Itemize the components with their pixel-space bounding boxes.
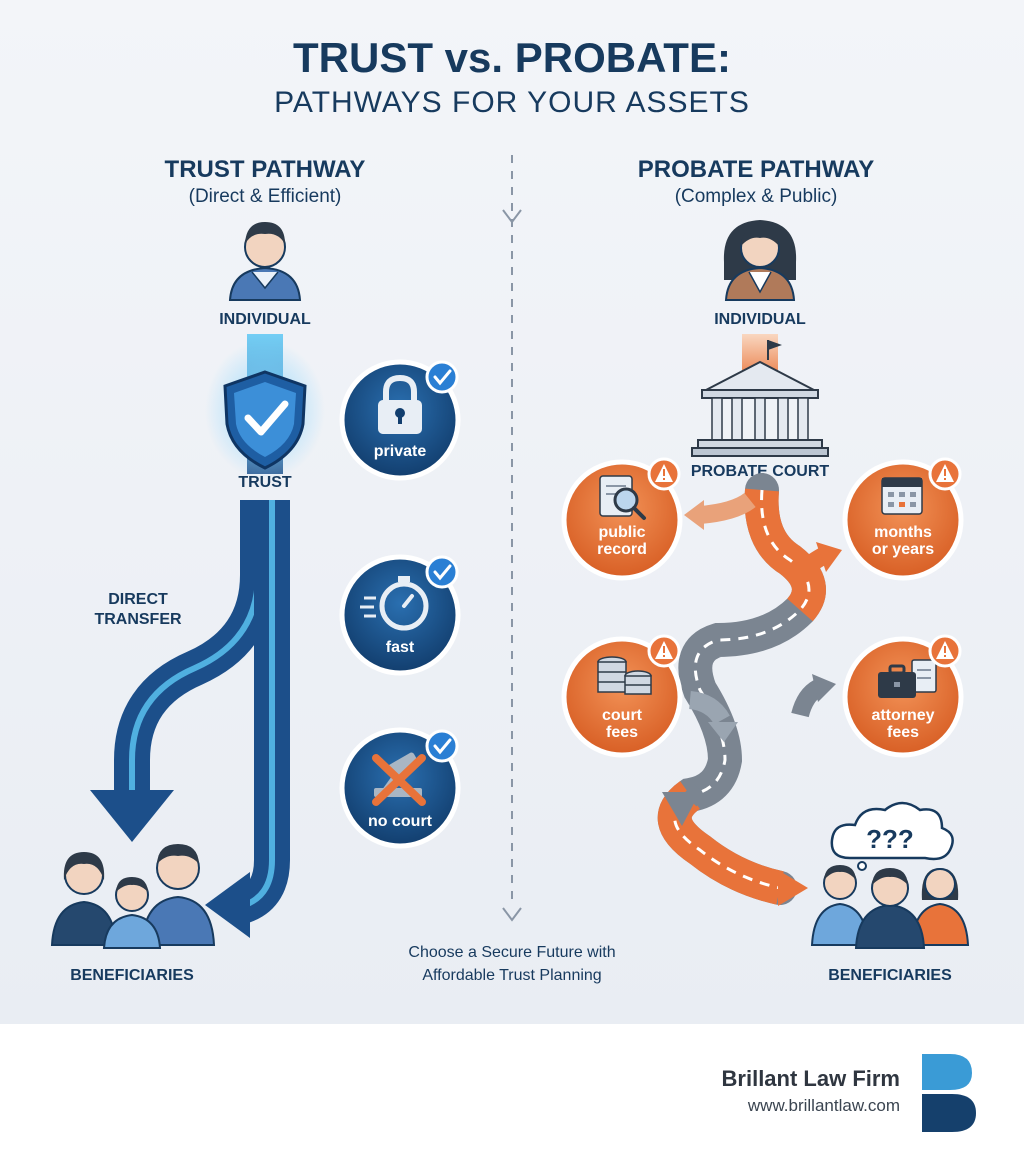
drawback-public-record: public record (561, 457, 683, 581)
warning-badge-icon (647, 457, 681, 491)
trust-individual-person-icon (228, 222, 302, 301)
padlock-icon (378, 374, 422, 434)
check-badge-icon (425, 360, 459, 394)
direct-transfer-label-line2: TRANSFER (94, 611, 182, 628)
drawback-attorney-fees-line1: attorney (871, 707, 934, 724)
page-subtitle: PATHWAYS FOR YOUR ASSETS (274, 86, 750, 119)
drawback-months-or-years: months or years (842, 457, 964, 581)
direct-transfer-label-line1: DIRECT (108, 591, 168, 608)
footer: Brillant Law Firm www.brillantlaw.com (0, 1024, 1024, 1154)
tagline-line1: Choose a Secure Future with (408, 944, 615, 961)
trust-individual-label: INDIVIDUAL (219, 311, 311, 328)
center-divider (502, 155, 522, 922)
briefcase-icon (878, 659, 937, 698)
drawback-months-line2: or years (872, 541, 934, 558)
trust-beneficiaries-label: BENEFICIARIES (70, 967, 194, 984)
trust-beneficiaries-group-icon (50, 844, 216, 949)
drawback-public-record-line1: public (598, 524, 645, 541)
warning-badge-icon (928, 457, 962, 491)
brand-url[interactable]: www.brillantlaw.com (747, 1096, 900, 1115)
drawback-months-line1: months (874, 524, 932, 541)
probate-individual-label: INDIVIDUAL (714, 311, 806, 328)
probate-beneficiaries-group-icon (810, 865, 970, 949)
brand-logo-icon (922, 1054, 976, 1132)
infographic-canvas: TRUST vs. PROBATE: PATHWAYS FOR YOUR ASS… (0, 0, 1024, 1024)
benefit-private: private (339, 359, 461, 481)
infographic-svg: TRUST vs. PROBATE: PATHWAYS FOR YOUR ASS… (50, 34, 970, 984)
drawback-court-fees-line1: court (602, 707, 643, 724)
benefit-fast-label: fast (386, 639, 415, 656)
probate-beneficiaries-label: BENEFICIARIES (828, 967, 952, 984)
magnifier-document-icon (599, 475, 646, 520)
probate-pathway-heading: PROBATE PATHWAY (638, 156, 874, 183)
probate-court-label: PROBATE COURT (691, 463, 830, 480)
trust-label: TRUST (238, 474, 292, 491)
calendar-icon (881, 477, 923, 515)
courthouse-icon (691, 340, 829, 457)
coins-icon (597, 656, 652, 695)
trust-pathway-heading: TRUST PATHWAY (165, 156, 366, 183)
tagline-line2: Affordable Trust Planning (422, 967, 601, 984)
benefit-no-court-label: no court (368, 813, 433, 830)
drawback-court-fees: court fees (561, 634, 683, 758)
check-badge-icon (425, 729, 459, 763)
crossed-gavel-icon (372, 752, 426, 806)
probate-pathway-note: (Complex & Public) (675, 186, 838, 207)
drawback-court-fees-line2: fees (606, 724, 638, 741)
warning-badge-icon (928, 634, 962, 668)
trust-shield-icon (223, 370, 307, 470)
check-badge-icon (425, 555, 459, 589)
confusion-cloud-icon: ??? (830, 801, 954, 871)
drawback-attorney-fees: attorney fees (842, 634, 964, 758)
probate-winding-road (657, 473, 842, 906)
trust-direct-transfer-arrows (90, 500, 290, 938)
warning-badge-icon (647, 634, 681, 668)
trust-pathway-note: (Direct & Efficient) (189, 186, 342, 207)
benefit-fast: fast (339, 554, 461, 676)
brand-name: Brillant Law Firm (721, 1066, 900, 1091)
confusion-question-marks: ??? (866, 824, 914, 854)
stopwatch-icon (360, 576, 429, 631)
page-title: TRUST vs. PROBATE: (293, 34, 731, 81)
drawback-public-record-line2: record (597, 541, 647, 558)
drawback-attorney-fees-line2: fees (887, 724, 919, 741)
benefit-no-court: no court (339, 727, 461, 849)
probate-individual-person-icon (723, 220, 797, 301)
benefit-private-label: private (374, 443, 427, 460)
